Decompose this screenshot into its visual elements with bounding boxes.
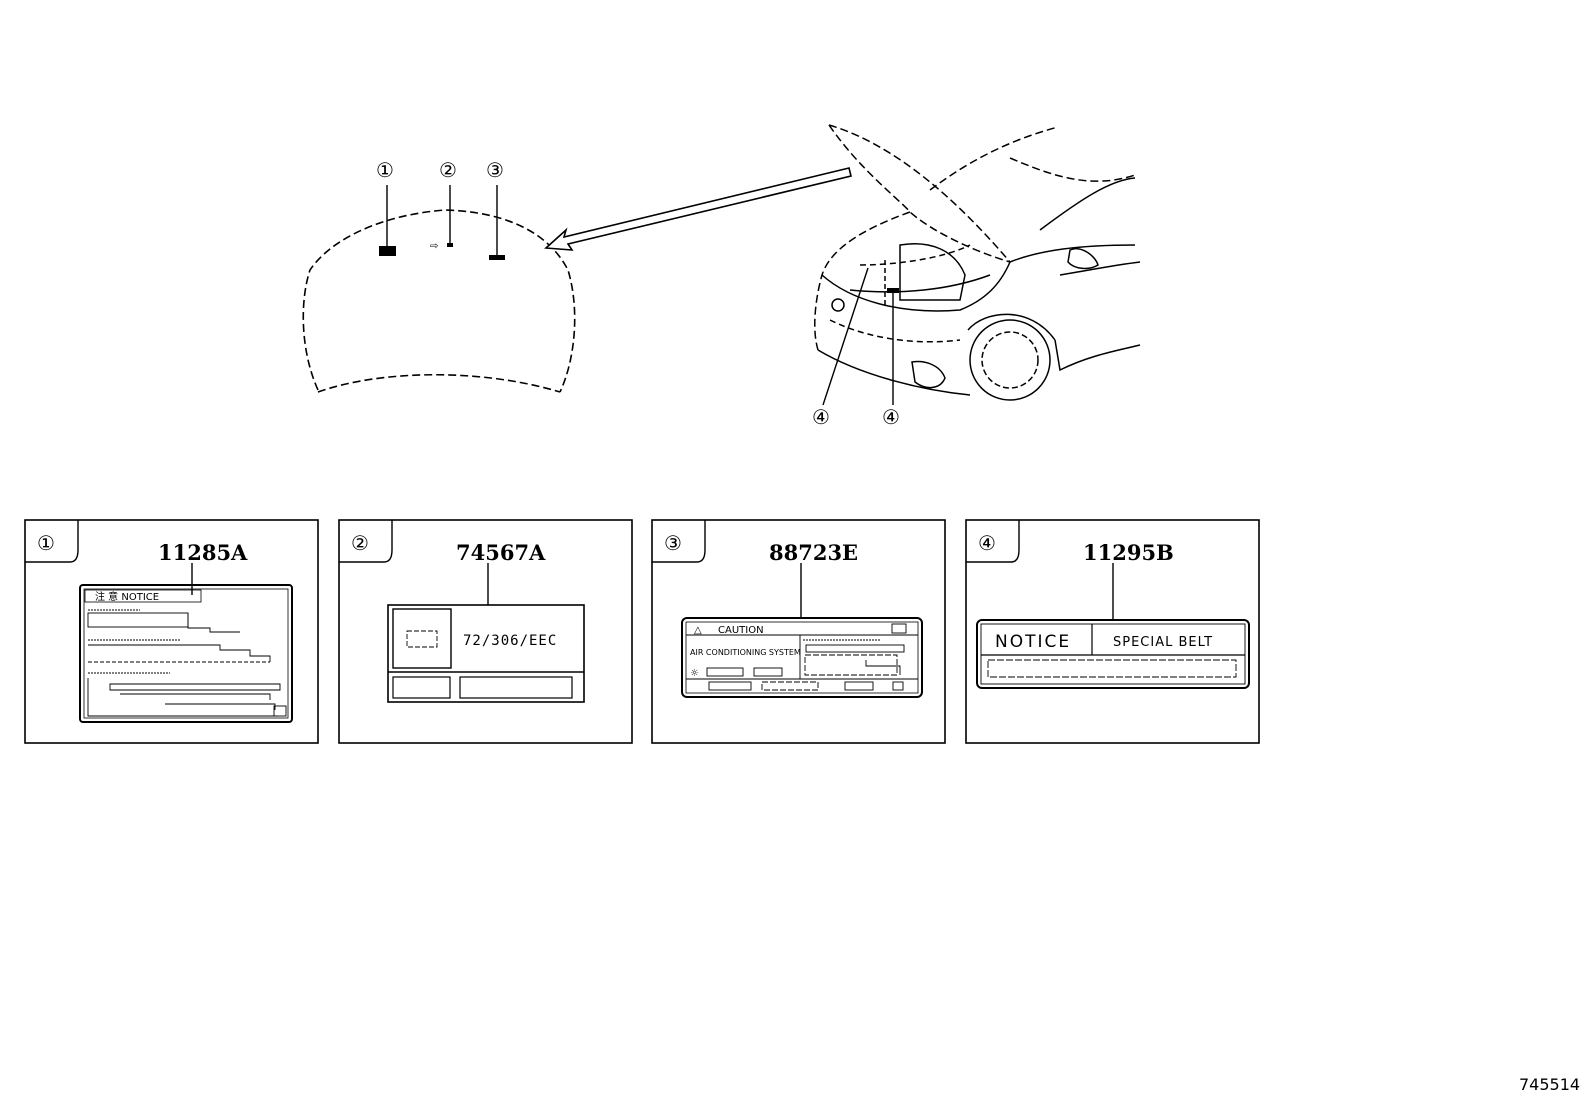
panel-3-system-text: AIR CONDITIONING SYSTEM bbox=[690, 648, 801, 657]
panel-1-notice-text: 注 意 NOTICE bbox=[95, 590, 159, 603]
panel-3-caution-text: CAUTION bbox=[718, 625, 764, 636]
hood-label-3-marker bbox=[489, 255, 505, 260]
direction-arrow bbox=[544, 167, 852, 251]
panel-4-notice-text: NOTICE bbox=[995, 632, 1071, 652]
panel-2-number: ② bbox=[351, 531, 369, 555]
panel-1-number: ① bbox=[37, 531, 55, 555]
car-outline bbox=[814, 124, 1141, 401]
panel-2-part-number: 74567A bbox=[456, 540, 546, 565]
callout-3: ③ bbox=[486, 158, 504, 182]
panel-3-part-number: 88723E bbox=[769, 540, 858, 565]
panel-2-code-text: 72/306/EEC bbox=[463, 633, 557, 649]
label-panel-2: ② 74567A 72/306/EEC bbox=[338, 519, 633, 744]
hood-label-2-marker bbox=[447, 243, 453, 247]
hood-outline bbox=[302, 209, 576, 393]
label-panel-4: ④ 11295B NOTICE SPECIAL BELT bbox=[965, 519, 1260, 744]
panel-3-warning-icon: △ bbox=[694, 625, 702, 636]
hood-arrow-glyph: ⇨ bbox=[430, 241, 438, 252]
panel-1-part-number: 11285A bbox=[158, 540, 248, 565]
figure-id: 745514 bbox=[1519, 1075, 1580, 1094]
panel-3-number: ③ bbox=[664, 531, 682, 555]
panel-4-belt-text: SPECIAL BELT bbox=[1113, 635, 1213, 650]
callout-4a: ④ bbox=[812, 405, 830, 429]
hood-label-1-marker bbox=[379, 246, 396, 256]
panel-3-sun-icon: ☼ bbox=[690, 668, 699, 679]
callout-4b: ④ bbox=[882, 405, 900, 429]
callout-1: ① bbox=[376, 158, 394, 182]
callout-2: ② bbox=[439, 158, 457, 182]
label-panel-1: ① 11285A 注 意 NOTICE bbox=[24, 519, 319, 744]
panel-4-number: ④ bbox=[978, 531, 996, 555]
panel-4-part-number: 11295B bbox=[1083, 540, 1174, 565]
label-panel-3: ③ 88723E △ CAUTION AIR CONDITIONING SYST… bbox=[651, 519, 946, 744]
